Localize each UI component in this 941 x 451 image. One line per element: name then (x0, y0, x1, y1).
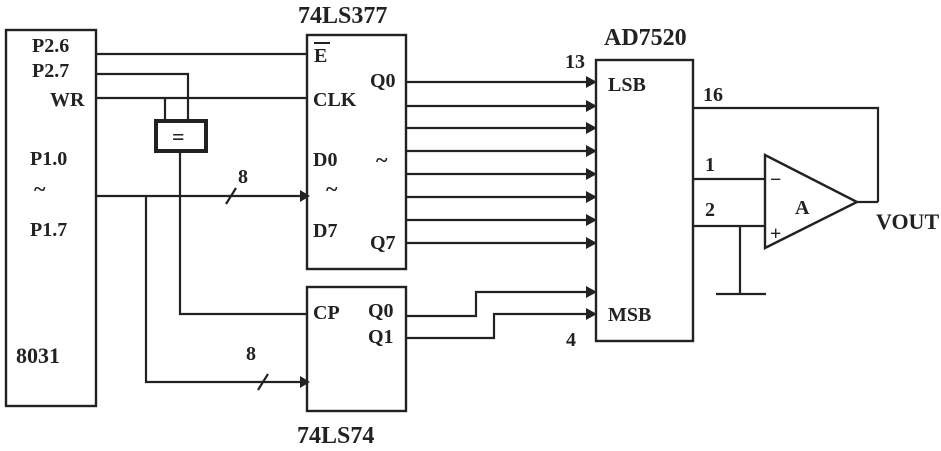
latch-pin-q0: Q0 (370, 70, 396, 92)
mcu-pin-p17: P1.7 (30, 219, 67, 241)
latch-pin-d7: D7 (313, 220, 337, 242)
dac-pinnum-out: 16 (703, 84, 723, 106)
opamp-triangle (763, 153, 860, 250)
ff-74ls74-box (305, 285, 408, 413)
opamp-name: A (795, 197, 810, 219)
mcu-pin-p27: P2.7 (32, 60, 69, 82)
latch-pin-e: E (314, 45, 327, 67)
bus-width-latch: 8 (238, 166, 248, 188)
dac-name: AD7520 (604, 25, 687, 51)
bus-width-ff: 8 (246, 343, 256, 365)
ff-name: 74LS74 (297, 423, 374, 449)
dac-to-opamp-lines (693, 106, 880, 296)
dac-pinnum-lsb: 13 (565, 51, 585, 73)
latch-pin-clk: CLK (313, 89, 357, 111)
ff-pin-q0: Q0 (368, 300, 394, 322)
gate-symbol: = (172, 124, 185, 149)
arrow-ff-bus (300, 376, 310, 388)
ff-to-dac-lines (406, 286, 597, 340)
mcu-pin-p26: P2.6 (32, 35, 69, 57)
latch-name: 74LS377 (298, 3, 387, 29)
dac-pin-lsb: LSB (608, 74, 646, 96)
ff-pin-q1: Q1 (368, 326, 394, 348)
dac-pin-msb: MSB (608, 304, 651, 326)
latch-pin-d0: D0 (313, 149, 337, 171)
output-label: VOUT (876, 209, 939, 234)
dac-pinnum-in2: 2 (705, 199, 715, 221)
opamp-plus: + (770, 223, 781, 245)
latch-pin-range-d: ~ (326, 176, 338, 201)
opamp-minus: − (770, 169, 781, 191)
mcu-8031-box (4, 28, 98, 408)
mcu-pin-range: ~ (34, 176, 46, 201)
dac-ad7520-box (594, 58, 695, 343)
mcu-pin-wr: WR (50, 89, 85, 111)
mcu-pin-p10: P1.0 (30, 148, 67, 170)
dac-pinnum-in1: 1 (705, 154, 715, 176)
latch-to-dac-lines (406, 76, 597, 249)
arrow-d-bus (300, 190, 310, 202)
ff-pin-cp: CP (313, 302, 340, 324)
wires (96, 52, 307, 391)
latch-pin-range-q: ~ (376, 147, 388, 172)
mcu-name: 8031 (16, 343, 60, 368)
dac-pinnum-msb: 4 (566, 329, 576, 351)
latch-pin-q7: Q7 (370, 232, 396, 254)
